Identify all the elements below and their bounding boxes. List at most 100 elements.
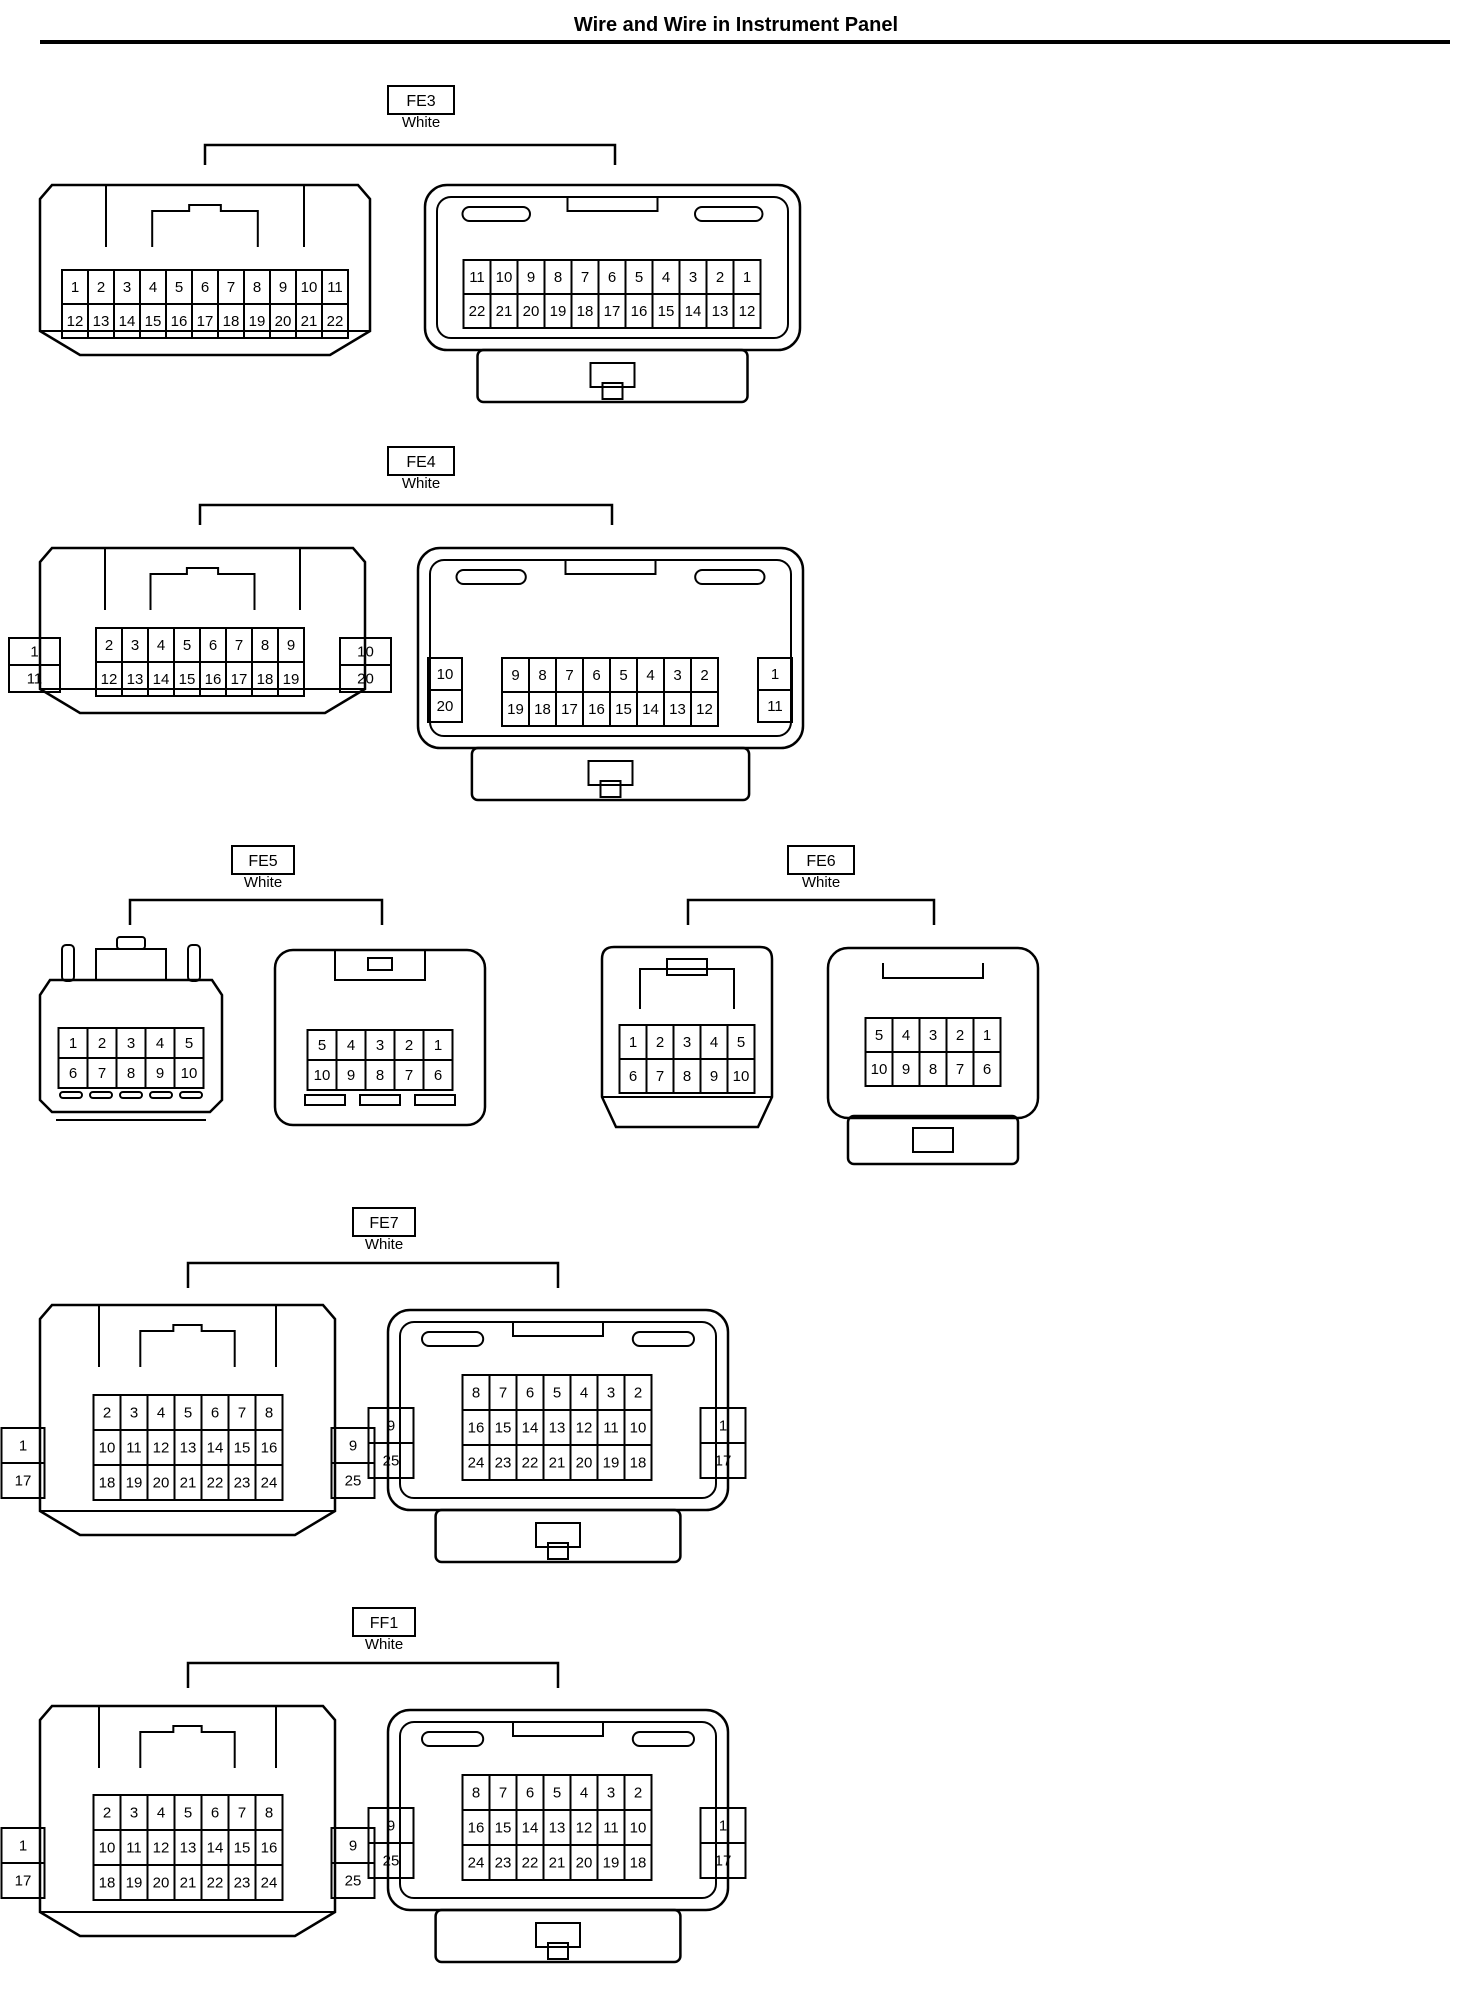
pin-number: 24 — [468, 1855, 485, 1872]
pin-number: 10 — [99, 1440, 116, 1457]
pin-number: 19 — [126, 1475, 143, 1492]
pin-number: 12 — [739, 303, 756, 320]
pin-number: 7 — [956, 1061, 964, 1078]
connector-code: FE6 — [806, 853, 835, 870]
pin-number: 6 — [526, 1785, 534, 1802]
pin-grid — [92, 1394, 284, 1501]
terminal-slot — [179, 1091, 203, 1099]
pin-grid — [92, 1794, 284, 1901]
pin-number: 20 — [523, 303, 540, 320]
pin-number: 13 — [549, 1420, 566, 1437]
pin-number: 19 — [550, 303, 567, 320]
pin-number: 4 — [580, 1385, 588, 1402]
pin-number: 10 — [99, 1840, 116, 1857]
connector-color: White — [244, 874, 282, 891]
pin-number: 7 — [581, 269, 589, 286]
pin-number: 11 — [27, 671, 43, 688]
pin-number: 6 — [69, 1065, 77, 1082]
pin-number: 5 — [184, 1405, 192, 1422]
pin-number: 15 — [495, 1820, 512, 1837]
pin-number: 10 — [301, 279, 318, 296]
pin-number: 19 — [283, 671, 300, 688]
terminal-slot — [304, 1094, 346, 1106]
pin-number: 1 — [719, 1818, 727, 1835]
latch — [512, 1322, 604, 1337]
pin-number: 8 — [472, 1385, 480, 1402]
latch — [564, 560, 657, 575]
pin-number: 5 — [635, 269, 643, 286]
pin-number: 11 — [126, 1440, 142, 1457]
pin-number: 23 — [495, 1855, 512, 1872]
pin-number: 7 — [405, 1067, 413, 1084]
pin-number: 16 — [261, 1840, 278, 1857]
terminal-slot — [414, 1094, 456, 1106]
slot — [631, 1731, 695, 1747]
pin-number: 2 — [405, 1037, 413, 1054]
pin-number: 22 — [207, 1875, 224, 1892]
pin-number: 7 — [235, 637, 243, 654]
pin-number: 16 — [468, 1420, 485, 1437]
pin-number: 9 — [527, 269, 535, 286]
pin-number: 5 — [184, 1805, 192, 1822]
pin-number: 4 — [157, 1405, 165, 1422]
pin-number: 8 — [253, 279, 261, 296]
pin-number: 8 — [376, 1067, 384, 1084]
pin-number: 1 — [19, 1838, 27, 1855]
pin-number: 12 — [153, 1840, 170, 1857]
pin-number: 4 — [710, 1034, 718, 1051]
pin-number: 20 — [437, 698, 454, 715]
connector-color: White — [402, 114, 440, 131]
latch-guide — [98, 1305, 277, 1367]
connector-housing — [38, 1704, 337, 1938]
pin-number: 17 — [15, 1873, 32, 1890]
pin-number: 18 — [630, 1455, 647, 1472]
lock-button-tip — [601, 382, 624, 400]
pin-grid — [461, 1774, 653, 1881]
pin-number: 15 — [145, 313, 162, 330]
pin-number: 6 — [629, 1068, 637, 1085]
pin-number: 8 — [127, 1065, 135, 1082]
pin-number: 9 — [279, 279, 287, 296]
lock-base — [434, 1508, 682, 1564]
pin-number: 14 — [207, 1440, 224, 1457]
pin-number: 4 — [156, 1035, 164, 1052]
connector-bracket — [686, 898, 936, 925]
pin-number: 1 — [19, 1438, 27, 1455]
pin-number: 11 — [126, 1840, 142, 1857]
slot — [694, 569, 766, 585]
pin-number: 25 — [383, 1453, 400, 1470]
pin-number: 19 — [249, 313, 266, 330]
pin-number: 18 — [223, 313, 240, 330]
page-title: Wire and Wire in Instrument Panel — [573, 14, 899, 36]
connector-housing — [38, 978, 224, 1114]
latch-guide — [98, 1706, 277, 1768]
pin-number: 5 — [318, 1037, 326, 1054]
pin-number: 1 — [743, 269, 751, 286]
pin-number: 1 — [629, 1034, 637, 1051]
pin-number: 9 — [387, 1818, 395, 1835]
latch — [566, 197, 659, 212]
locking-tab — [639, 968, 735, 1009]
locking-tab — [139, 1725, 236, 1768]
lock-button-tip — [547, 1942, 569, 1960]
pin-number: 5 — [619, 667, 627, 684]
pin-number: 5 — [183, 637, 191, 654]
connector-code: FE3 — [406, 93, 435, 110]
locking-tab — [95, 948, 167, 980]
terminal-slot — [149, 1091, 173, 1099]
pin-number: 11 — [327, 279, 343, 296]
housing-inner — [399, 1721, 717, 1899]
pin-number: 17 — [715, 1853, 732, 1870]
connector-housing — [38, 1303, 337, 1537]
pin-number: 18 — [257, 671, 274, 688]
pin-number: 21 — [549, 1855, 566, 1872]
pin-number: 13 — [712, 303, 729, 320]
pin-number: 24 — [261, 1875, 278, 1892]
pin-number: 1 — [983, 1027, 991, 1044]
terminal-slot — [119, 1091, 143, 1099]
connector-bracket — [203, 143, 617, 165]
pin-number: 24 — [261, 1475, 278, 1492]
